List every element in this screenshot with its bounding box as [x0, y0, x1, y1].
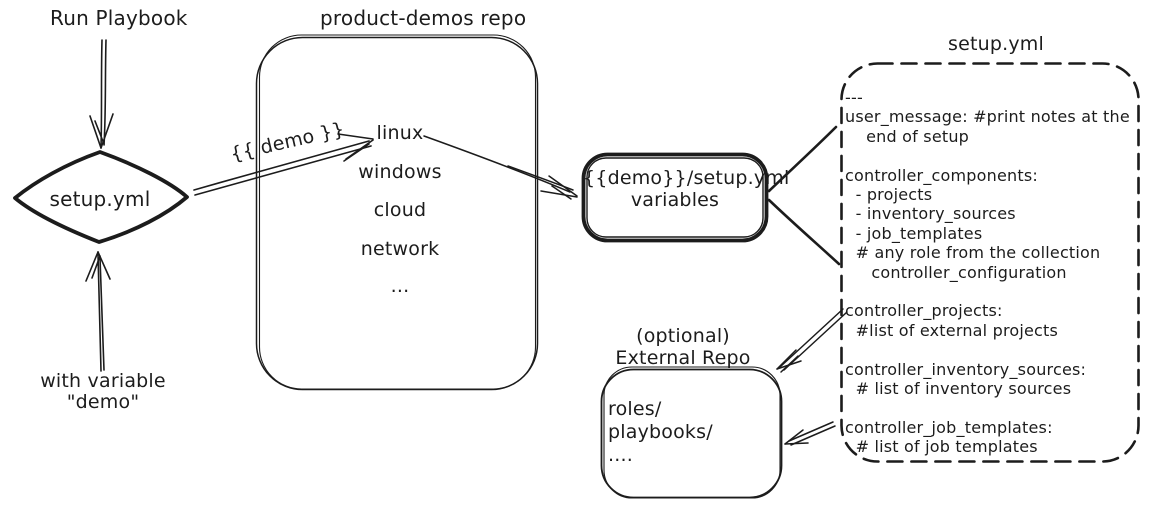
external-repo-title: (optional) External Repo [615, 325, 751, 369]
setup-yml-content: --- user_message: #print notes at the en… [845, 88, 1130, 457]
repo-item-cloud: cloud [373, 199, 427, 221]
with-variable-label: with variable "demo" [40, 370, 166, 413]
with-variable-arrow [85, 251, 111, 372]
setup-diamond [13, 150, 189, 244]
external-repo-box [600, 366, 783, 499]
variables-box [581, 152, 769, 243]
variables-to-setup-fan-lines [767, 125, 841, 266]
repo-title: product-demos repo [320, 6, 527, 30]
projects-to-external-repo-arrow [776, 308, 848, 373]
product-demos-box [255, 34, 539, 391]
job-templates-to-external-repo-arrow [784, 421, 836, 446]
external-repo-content: roles/ playbooks/ .... [608, 398, 713, 466]
run-playbook-arrow [89, 39, 114, 149]
demo-arrow [193, 133, 374, 196]
repo-item-windows: windows [358, 161, 442, 183]
setup-yml-title: setup.yml [947, 33, 1044, 55]
linux-to-variables-arrow [423, 135, 578, 200]
variables-box-label: {{demo}}/setup.yml variables [583, 167, 790, 211]
repo-item-network: network [360, 238, 440, 260]
repo-item-more: ... [390, 275, 410, 297]
run-playbook-label: Run Playbook [50, 6, 188, 30]
diamond-label: setup.yml [49, 187, 151, 211]
setup-yml-dashed-box [840, 62, 1140, 463]
repo-item-linux: linux [376, 122, 424, 144]
